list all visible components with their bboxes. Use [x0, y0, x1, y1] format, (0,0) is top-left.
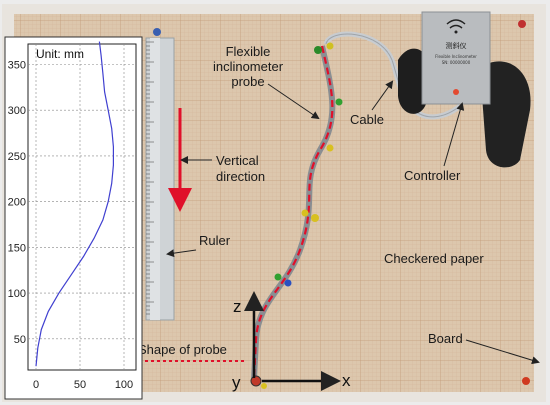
label-controller: Controller [404, 102, 465, 183]
marker [326, 144, 334, 152]
controller: 测斜仪 Flexible Inclinometer SN: 00000000 [398, 11, 531, 168]
pin [522, 377, 530, 385]
inset-x-tick: 50 [74, 379, 86, 391]
svg-text:Ruler: Ruler [199, 233, 231, 248]
probe-shape-dashed [252, 45, 334, 379]
label-vertical: Vertical direction [180, 153, 265, 184]
marker [311, 214, 319, 222]
marker [274, 273, 282, 281]
svg-text:Cable: Cable [350, 112, 384, 127]
svg-text:direction: direction [216, 169, 265, 184]
svg-text:Shape of probe: Shape of probe [138, 342, 227, 357]
label-checkered-paper: Checkered paper [384, 251, 484, 266]
label-ruler: Ruler [166, 233, 231, 258]
inset-x-tick: 100 [115, 379, 133, 391]
ruler [145, 37, 175, 321]
marker [335, 98, 343, 106]
inset-chart: 50 100 150 200 250 300 350 0 50 100 Unit: mm [4, 36, 143, 400]
marker [326, 42, 334, 50]
inset-y-tick: 250 [8, 151, 26, 163]
marker [261, 383, 267, 389]
svg-text:Board: Board [428, 331, 463, 346]
svg-text:Flexible: Flexible [226, 44, 271, 59]
label-probe: Flexible inclinometer probe [213, 44, 320, 120]
y-axis-label: y [232, 373, 241, 392]
device-screen-text: Flexible Inclinometer [435, 54, 477, 59]
z-axis-label: z [233, 297, 242, 316]
pin [518, 20, 526, 28]
inset-y-tick: 150 [8, 242, 26, 254]
svg-text:inclinometer: inclinometer [213, 59, 284, 74]
marker [301, 209, 309, 217]
inset-x-tick: 0 [33, 379, 39, 391]
label-cable: Cable [350, 80, 394, 127]
svg-text:Vertical: Vertical [216, 153, 259, 168]
pin [153, 28, 161, 36]
x-axis-label: x [342, 371, 351, 390]
svg-text:Controller: Controller [404, 168, 461, 183]
label-board: Board [428, 331, 540, 365]
device-screen-text: 测斜仪 [446, 41, 467, 50]
marker [284, 279, 292, 287]
device-screen-text: SN: 00000000 [442, 60, 471, 65]
inset-y-tick: 50 [14, 334, 26, 346]
marker [250, 375, 262, 387]
inset-y-tick: 350 [8, 60, 26, 72]
inset-y-tick: 200 [8, 197, 26, 209]
inset-y-tick: 300 [8, 105, 26, 117]
inset-probe-curve [35, 41, 114, 367]
marker [314, 46, 322, 54]
svg-text:probe: probe [231, 74, 264, 89]
inset-y-tick: 100 [8, 288, 26, 300]
inset-unit-label: Unit: mm [36, 47, 84, 61]
